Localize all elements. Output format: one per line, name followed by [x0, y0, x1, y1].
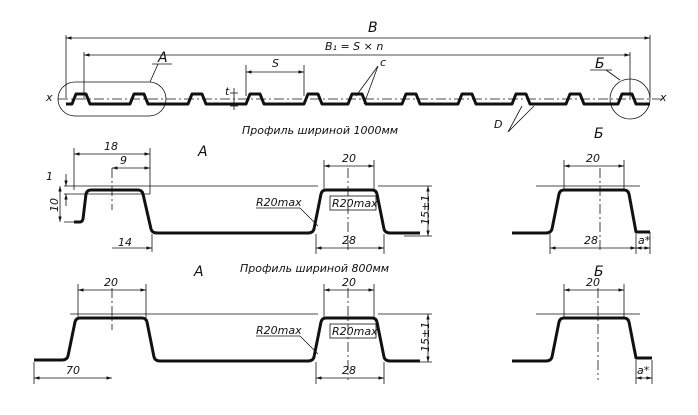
- dim-a-star-1: a*: [638, 234, 651, 247]
- detail-b-1000: Б 20 28 a*: [512, 126, 651, 254]
- detail-a-1000: A 18 9 1 10 14 20: [46, 140, 432, 254]
- dim-20-b: 20: [586, 152, 600, 165]
- dim-15-a: 15±1: [419, 195, 432, 225]
- dim-18: 18: [104, 140, 118, 153]
- radius-label-1: R20max: [256, 196, 302, 209]
- caption-800: Профиль шириной 800мм: [240, 262, 389, 275]
- dim-s-label: S: [272, 57, 279, 70]
- detail-a-1000-profile: [74, 188, 420, 235]
- dim-1: 1: [46, 170, 53, 183]
- dim-a-star-2: a*: [637, 364, 650, 377]
- axis-x-right: x: [659, 91, 667, 104]
- top-profile-view: B B₁ = S × n S x x t c D A: [45, 20, 667, 137]
- dim-9: 9: [120, 154, 127, 167]
- caption-1000: Профиль шириной 1000мм: [242, 124, 398, 137]
- detail-b-800: 20 a*: [512, 276, 653, 384]
- dim-15-b: 15±1: [419, 322, 432, 352]
- detail-a-800-profile: [34, 316, 420, 363]
- dim-28-a: 28: [342, 234, 356, 247]
- detail-a-800: 20 70 20 28 15±1 R20max R20max: [33, 276, 432, 384]
- mark-d: D: [494, 118, 502, 131]
- dim-b-label: B: [368, 20, 378, 36]
- callout-a: A: [157, 50, 168, 66]
- radius-label-2: R20max: [332, 197, 378, 210]
- callout-b: Б: [595, 56, 605, 72]
- detail-a-800-title: A: [193, 264, 204, 280]
- detail-b-800-title: Б: [594, 264, 604, 280]
- dim-28-b: 28: [584, 234, 598, 247]
- dim-14: 14: [118, 236, 132, 249]
- radius-label-3: R20max: [256, 324, 302, 337]
- radius-label-4: R20max: [332, 325, 378, 338]
- dim-20-c: 20: [104, 276, 118, 289]
- dim-70: 70: [66, 364, 80, 377]
- detail-b-1000-profile: [512, 188, 650, 235]
- dim-10: 10: [48, 198, 61, 212]
- detail-a-1000-title: A: [197, 144, 208, 160]
- dim-20-e: 20: [586, 276, 600, 289]
- axis-x-left: x: [45, 91, 53, 104]
- dim-20-a: 20: [342, 152, 356, 165]
- dim-b1-label: B₁ = S × n: [325, 40, 383, 53]
- mark-t: t: [225, 85, 230, 98]
- dim-20-d: 20: [342, 276, 356, 289]
- dim-28-c: 28: [342, 364, 356, 377]
- detail-b-800-profile: [512, 316, 652, 363]
- detail-b-1000-title: Б: [594, 126, 604, 142]
- mark-c: c: [380, 56, 386, 69]
